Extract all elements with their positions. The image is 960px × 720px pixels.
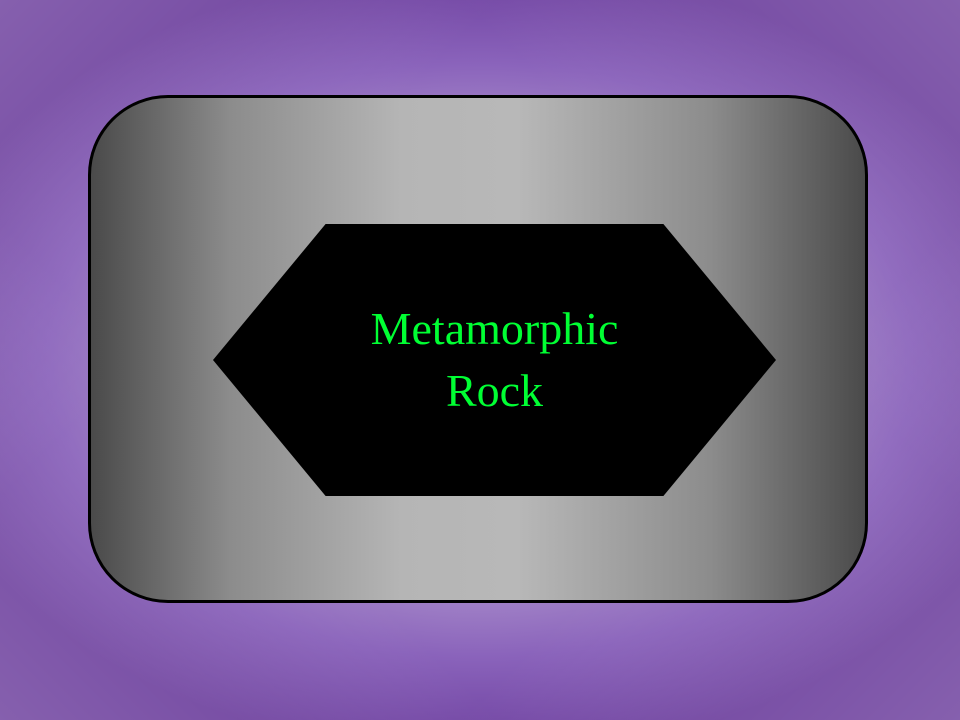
answer-hexagon xyxy=(213,224,776,496)
answer-line-1: Metamorphic xyxy=(370,303,619,354)
answer-line-2: Rock xyxy=(445,365,544,416)
answer-text: Metamorphic Rock xyxy=(213,224,776,496)
